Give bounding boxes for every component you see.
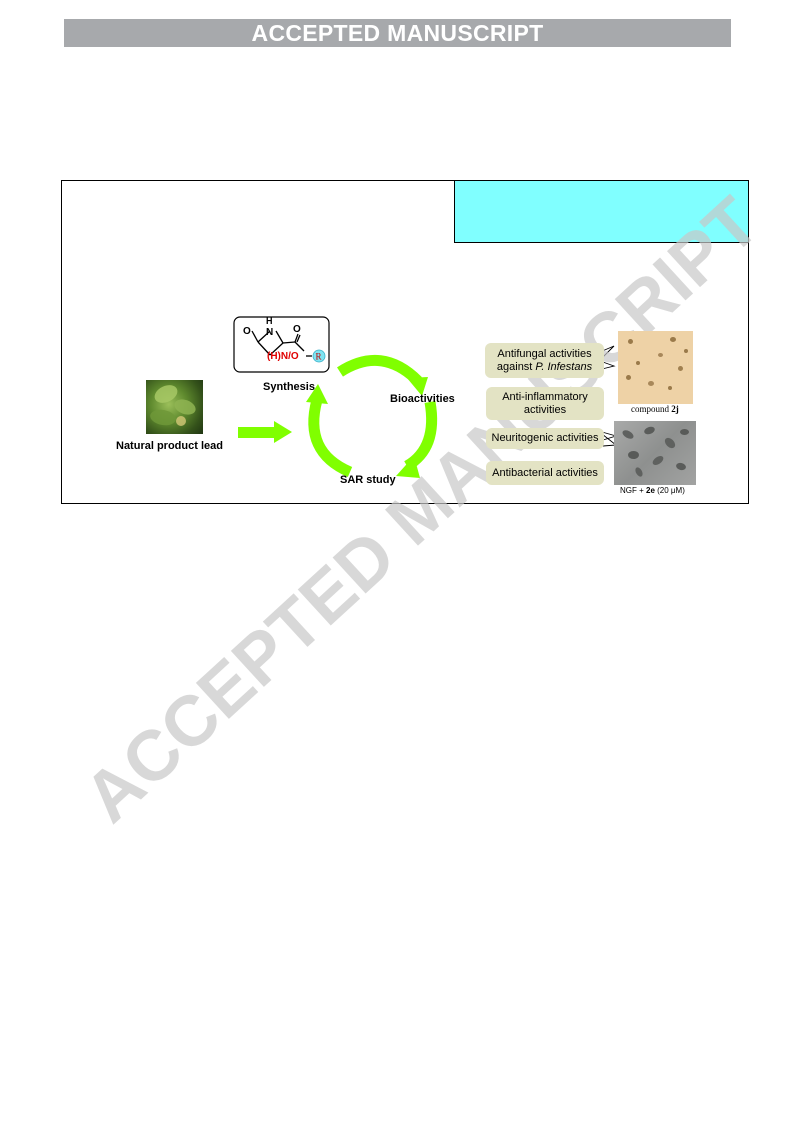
arrow-synthesis-to-bioactivities [337, 354, 422, 386]
activity-neuritogenic-line1: Neuritogenic activities [491, 432, 599, 444]
plant-photo [146, 380, 203, 434]
r-group-label: R [316, 352, 322, 362]
linker-label: (H)N/O [267, 351, 299, 362]
caption-compound: compound 2j [631, 404, 679, 414]
caption-ngf: NGF + 2e (20 μM) [620, 486, 685, 495]
activity-neuritogenic: Neuritogenic activities [486, 428, 604, 449]
highlight-box [454, 180, 749, 243]
synthesis-label: Synthesis [263, 381, 315, 393]
atom-n: N [266, 327, 273, 338]
pathogen-name: P. Infestans [535, 360, 593, 373]
atom-o2: O [293, 324, 301, 335]
graphical-abstract-frame [61, 180, 749, 504]
antifungal-micrograph [618, 331, 693, 404]
sar-study-label: SAR study [340, 474, 396, 486]
arrow-head-2 [396, 456, 420, 478]
arrow-sar-to-synthesis [308, 398, 353, 478]
activity-antifungal-line2: against P. Infestans [496, 360, 593, 373]
activity-anti-inflammatory-line2: activities [523, 403, 567, 416]
activity-anti-inflammatory: Anti-inflammatory activities [486, 387, 604, 420]
atom-o1: O [243, 326, 251, 337]
activity-antifungal-line1: Antifungal activities [497, 347, 592, 360]
lead-arrow-head [274, 421, 292, 443]
bioactivities-label: Bioactivities [390, 393, 455, 405]
arrow-head-1 [407, 377, 428, 396]
neurite-micrograph [614, 421, 696, 485]
natural-product-label: Natural product lead [116, 440, 223, 452]
atom-h: H [266, 316, 273, 326]
accepted-manuscript-banner: ACCEPTED MANUSCRIPT [64, 19, 731, 47]
lead-arrow-shaft [238, 427, 276, 438]
activity-antibacterial-line1: Antibacterial activities [492, 466, 598, 479]
activity-antibacterial: Antibacterial activities [486, 461, 604, 485]
r-group-circle [312, 349, 326, 363]
arrow-head-3 [306, 384, 328, 404]
activity-antifungal: Antifungal activities against P. Infesta… [485, 343, 604, 378]
activity-anti-inflammatory-line1: Anti-inflammatory [502, 390, 588, 403]
watermark-text: ACCEPTED MANUSCRIPT [69, 183, 774, 838]
